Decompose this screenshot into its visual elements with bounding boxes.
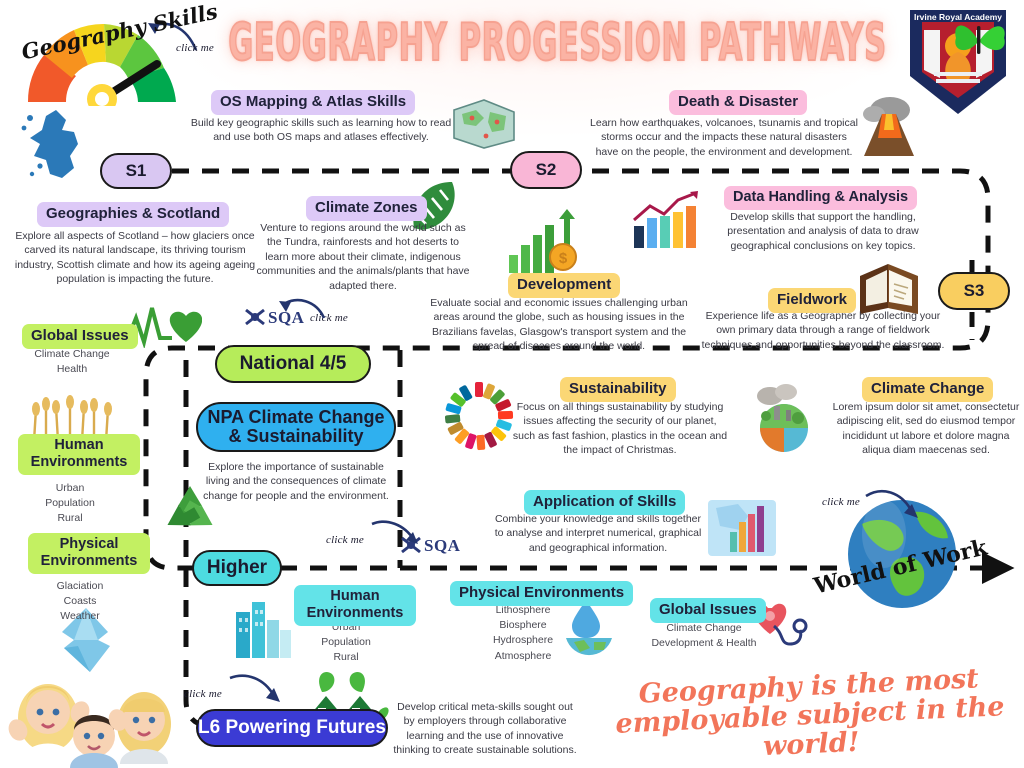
topic-body-fieldwork: Experience life as a Geographer by colle… bbox=[701, 310, 945, 351]
stage-pill-s3[interactable]: S3 bbox=[938, 272, 1010, 310]
city-buildings-icon bbox=[236, 602, 291, 658]
student-avatars bbox=[8, 684, 171, 768]
sdg-wheel-icon bbox=[444, 382, 514, 451]
arrow-to-sqa-higher-icon bbox=[371, 520, 418, 544]
stage-pill-higher[interactable]: Higher bbox=[192, 550, 282, 586]
topic-body-climate-zones: Venture to regions around the world such… bbox=[256, 222, 470, 292]
topic-body-climate-change: Lorem ipsum dolor sit amet, consectetur … bbox=[832, 401, 1020, 457]
topic-items-global-issues-national: Climate Change Health bbox=[34, 348, 110, 376]
topic-title-climate-zones[interactable]: Climate Zones bbox=[306, 196, 427, 221]
phys-env-line-2: Environments bbox=[40, 553, 138, 570]
topic-title-os-mapping[interactable]: OS Mapping & Atlas Skills bbox=[211, 90, 416, 115]
svg-text:$: $ bbox=[559, 250, 568, 267]
health-stethoscope-icon bbox=[753, 603, 808, 646]
world-map-icon bbox=[453, 99, 515, 149]
world-of-work-label: World of Work bbox=[811, 534, 990, 600]
sqa-logo-higher[interactable]: SQA bbox=[400, 534, 460, 556]
page-title: GEOGRAPHY PROGESSION PATHWAYS bbox=[228, 11, 888, 73]
arrow-to-gauge-icon bbox=[148, 22, 198, 51]
stage-pill-npa[interactable]: NPA Climate Change & Sustainability bbox=[196, 402, 396, 452]
topic-title-human-environments-higher[interactable]: Human Environments bbox=[294, 585, 416, 627]
stage-pill-s1[interactable]: S1 bbox=[100, 153, 172, 189]
human-env-line-2: Environments bbox=[30, 454, 128, 471]
iceberg-icon bbox=[62, 608, 110, 672]
higher-human-env-line-2: Environments bbox=[306, 605, 404, 622]
topic-title-death-disaster[interactable]: Death & Disaster bbox=[669, 90, 808, 115]
topic-title-application-of-skills[interactable]: Application of Skills bbox=[524, 490, 686, 515]
topic-body-sustainability: Focus on all things sustainability by st… bbox=[512, 401, 728, 457]
phys-env-line-1: Physical bbox=[59, 536, 119, 552]
topic-items-physical-environments-higher: Lithosphere Biosphere Hydrosphere Atmosp… bbox=[492, 604, 554, 662]
topic-title-data-handling[interactable]: Data Handling & Analysis bbox=[724, 186, 918, 211]
development-growth-icon: $ bbox=[509, 209, 577, 273]
topic-body-death-disaster: Learn how earthquakes, volcanoes, tsunam… bbox=[590, 117, 858, 158]
map-bar-chart-icon bbox=[708, 500, 776, 556]
svg-text:Irvine Royal Academy: Irvine Royal Academy bbox=[914, 12, 1002, 22]
click-me-sqa-higher[interactable]: click me bbox=[326, 534, 364, 546]
topic-body-development: Evaluate social and economic issues chal… bbox=[430, 297, 688, 353]
topic-title-sustainability[interactable]: Sustainability bbox=[560, 377, 676, 402]
topic-items-human-environments-higher: Urban Population Rural bbox=[321, 621, 371, 664]
click-me-gauge[interactable]: click me bbox=[176, 42, 214, 54]
topic-title-global-issues-national[interactable]: Global Issues bbox=[22, 324, 138, 349]
topic-title-fieldwork[interactable]: Fieldwork bbox=[768, 288, 857, 313]
butterfly-icon bbox=[955, 25, 1005, 54]
arrow-to-l6-icon bbox=[229, 674, 280, 702]
topic-title-physical-environments-national[interactable]: Physical Environments bbox=[28, 533, 150, 575]
scotland-map-icon bbox=[21, 110, 78, 178]
topic-body-application-of-skills: Combine your knowledge and skills togeth… bbox=[494, 513, 702, 554]
click-me-l6[interactable]: click me bbox=[184, 688, 222, 700]
human-env-line-1: Human bbox=[54, 437, 104, 453]
topic-title-climate-change[interactable]: Climate Change bbox=[862, 377, 994, 402]
topic-items-physical-environments-national: Glaciation Coasts Weather bbox=[56, 580, 104, 623]
topic-title-physical-environments-higher[interactable]: Physical Environments bbox=[450, 581, 634, 606]
stage-pill-l6[interactable]: L6 Powering Futures bbox=[196, 709, 388, 747]
topic-body-l6: Develop critical meta-skills sought out … bbox=[393, 701, 577, 757]
arrow-to-sqa-national-icon bbox=[279, 298, 326, 319]
tagline: Geography is the most employable subject… bbox=[614, 663, 1006, 763]
click-me-world-of-work[interactable]: click me bbox=[822, 496, 860, 508]
topic-items-human-environments-national: Urban Population Rural bbox=[45, 482, 95, 525]
topic-body-data-handling: Develop skills that support the handling… bbox=[727, 211, 919, 252]
topic-body-geographies-scotland: Explore all aspects of Scotland – how gl… bbox=[14, 230, 256, 286]
npa-line-1: NPA Climate Change bbox=[207, 407, 385, 428]
geography-skills-gauge[interactable]: Geography Skills bbox=[14, 0, 220, 114]
topic-body-npa: Explore the importance of sustainable li… bbox=[203, 461, 389, 502]
stage-pill-national[interactable]: National 4/5 bbox=[215, 345, 371, 383]
arrow-to-globe-icon bbox=[865, 490, 918, 518]
climate-change-icon bbox=[757, 384, 808, 452]
stage-pill-s2[interactable]: S2 bbox=[510, 151, 582, 189]
topic-body-os-mapping: Build key geographic skills such as lear… bbox=[190, 117, 452, 144]
higher-human-env-line-1: Human bbox=[330, 588, 380, 604]
topic-title-development[interactable]: Development bbox=[508, 273, 621, 298]
npa-line-2: & Sustainability bbox=[228, 426, 364, 446]
topic-title-global-issues-higher[interactable]: Global Issues bbox=[650, 598, 766, 623]
topic-title-human-environments-national[interactable]: Human Environments bbox=[18, 434, 140, 476]
world-globe-icon bbox=[848, 500, 956, 608]
volcano-icon bbox=[863, 97, 914, 156]
topic-items-global-issues-higher: Climate Change Development & Health bbox=[651, 622, 757, 650]
bar-chart-icon bbox=[633, 191, 698, 248]
hydrosphere-icon bbox=[566, 600, 612, 656]
topic-title-geographies-scotland[interactable]: Geographies & Scotland bbox=[37, 202, 230, 227]
